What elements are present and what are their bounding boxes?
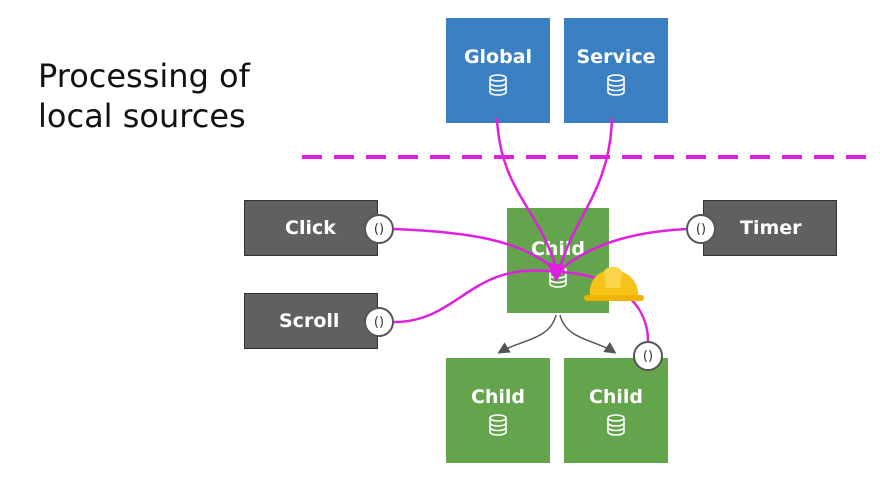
- service-store-box[interactable]: Service: [564, 18, 668, 123]
- database-icon: [489, 73, 507, 96]
- center-child-label: Child: [530, 237, 586, 260]
- click-source-box[interactable]: Click: [244, 200, 378, 256]
- database-icon: [607, 413, 625, 436]
- timer-function-icon: (): [686, 214, 716, 244]
- child-function-icon: (): [633, 341, 663, 371]
- database-icon: [549, 265, 567, 288]
- right-child-label: Child: [588, 385, 644, 408]
- database-icon: [489, 413, 507, 436]
- child-to-right-arrow: [559, 314, 617, 354]
- center-child-box[interactable]: Child: [507, 208, 609, 313]
- click-source-label: Click: [285, 217, 336, 239]
- database-icon: [607, 73, 625, 96]
- slide-title-line2: local sources: [38, 97, 246, 135]
- global-store-label: Global: [463, 45, 533, 68]
- scroll-function-icon: (): [364, 307, 394, 337]
- slide-title-line1: Processing of: [38, 57, 250, 95]
- left-child-box[interactable]: Child: [446, 358, 550, 463]
- scroll-source-box[interactable]: Scroll: [244, 293, 378, 349]
- timer-source-box[interactable]: Timer: [703, 200, 837, 256]
- service-store-label: Service: [576, 45, 656, 68]
- right-child-box[interactable]: Child: [564, 358, 668, 463]
- scroll-source-label: Scroll: [279, 310, 340, 332]
- slide-title: Processing of local sources: [38, 56, 250, 136]
- click-function-icon: (): [364, 214, 394, 244]
- timer-source-label: Timer: [740, 217, 802, 239]
- left-child-label: Child: [470, 385, 526, 408]
- global-store-box[interactable]: Global: [446, 18, 550, 123]
- child-to-left-arrow: [497, 314, 557, 354]
